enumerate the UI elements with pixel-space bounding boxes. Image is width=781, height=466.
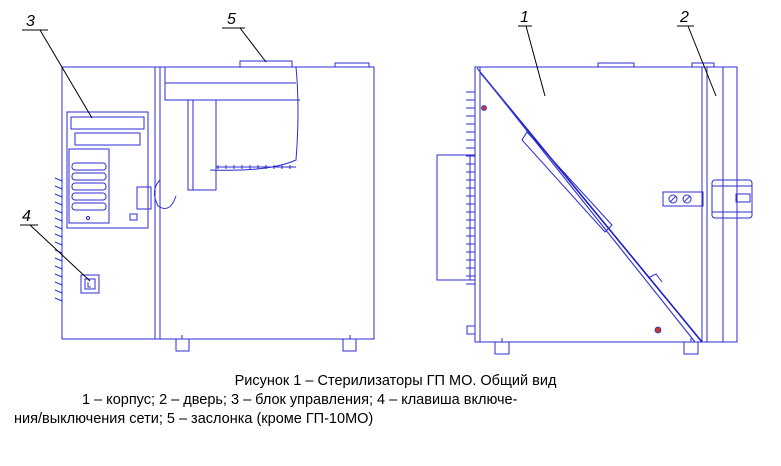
leaders — [20, 25, 717, 282]
front-view — [54, 60, 375, 352]
shelf-ticks — [217, 165, 291, 169]
legend-line-1: 1 – корпус; 2 – дверь; 3 – блок управлен… — [82, 392, 518, 408]
feet-left — [175, 335, 357, 352]
side-view — [436, 62, 753, 355]
caption-title: Рисунок 1 – Стерилизаторы ГП МО. Общий в… — [234, 373, 557, 389]
sterilizer-drawing: 3 5 4 1 2 — [20, 9, 753, 355]
label-damper: 5 — [227, 11, 236, 28]
caption-legend: 1 – корпус; 2 – дверь; 3 – блок управлен… — [0, 391, 781, 429]
power-switch — [80, 274, 100, 294]
feet-right — [494, 338, 699, 355]
legend-line-2: ния/выключения сети; 5 – заслонка (кроме… — [14, 411, 374, 427]
label-power-switch: 4 — [22, 208, 31, 225]
side-vents-left — [54, 177, 63, 302]
control-unit — [66, 111, 149, 229]
door-latch — [662, 179, 753, 219]
label-control-unit: 3 — [26, 13, 35, 30]
label-body: 1 — [520, 9, 529, 26]
label-door: 2 — [679, 9, 689, 26]
side-vents-right — [466, 91, 475, 285]
figure-caption: Рисунок 1 – Стерилизаторы ГП МО. Общий в… — [0, 372, 781, 429]
